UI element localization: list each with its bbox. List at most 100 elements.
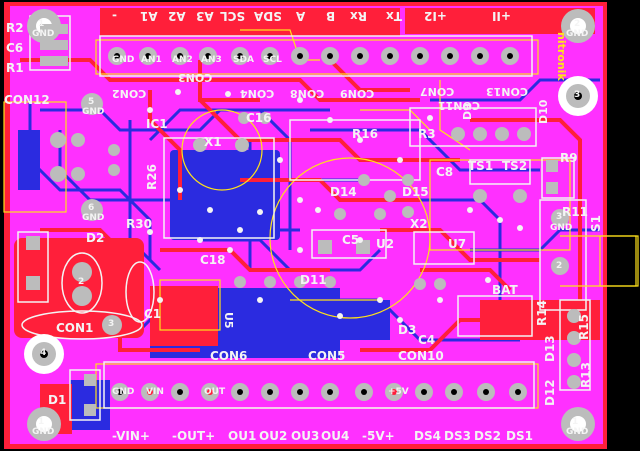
designator-s1: S1 <box>589 215 603 232</box>
top-header-label: A1 <box>140 9 158 23</box>
vias <box>147 89 523 323</box>
designator-u2: U2 <box>376 237 395 251</box>
bottom-header-label: -5V+ <box>362 429 395 443</box>
pad-scl-label: SCL <box>263 55 282 65</box>
designator-c1: C1 <box>144 307 162 321</box>
designator-d14: D14 <box>330 185 357 199</box>
pad-number: 4 <box>40 348 47 358</box>
mounting-holes <box>24 9 598 441</box>
designator-d3: D3 <box>398 323 417 337</box>
designator-r26: R26 <box>145 164 159 190</box>
pad-number: 3 <box>574 90 581 100</box>
bottom-header-label: DS4 <box>414 429 441 443</box>
bottom-header-label: DS2 <box>474 429 501 443</box>
designator-r13: R13 <box>579 362 593 388</box>
designator-d15: D15 <box>402 185 429 199</box>
top-header-label: B <box>326 9 336 23</box>
bottom-header-label: DS3 <box>444 429 471 443</box>
designator-con13: CON13 <box>486 85 528 98</box>
pad-number: 3 <box>108 319 115 329</box>
designator-r14: R14 <box>535 300 549 326</box>
pad-number: 6 <box>88 203 95 213</box>
designator-con8: CON8 <box>290 87 325 100</box>
pad-gnd-label: GND <box>32 29 55 39</box>
top-header-label: SDA <box>254 9 282 23</box>
bottom-header-label: -VIN+ <box>112 429 150 443</box>
pad-out-label: OUT <box>204 387 226 397</box>
designator-c4: C4 <box>418 333 436 347</box>
designator-bat: BAT <box>492 283 518 297</box>
top-header-label: A2 <box>168 9 186 23</box>
top-header-label: A <box>296 9 306 23</box>
designator-u5: U5 <box>222 312 235 329</box>
designator-d13: D13 <box>543 335 557 362</box>
bottom-header-label: OU2 <box>259 429 288 443</box>
designator-r15: R15 <box>577 314 591 340</box>
designator-con2: CON2 <box>112 87 147 100</box>
pad-an1-label: AN1 <box>141 55 162 65</box>
top-header-label: +I2 <box>424 9 447 23</box>
designator-c8: C8 <box>436 165 454 179</box>
pad-number: 1 <box>572 417 579 427</box>
designator-r1: R1 <box>6 61 24 75</box>
designator-con7: CON7 <box>420 85 455 98</box>
designator-d10: D10 <box>537 99 550 124</box>
designator-u7: U7 <box>448 237 467 251</box>
bottom-header-label: OU1 <box>228 429 257 443</box>
top-header-label: - <box>112 9 117 23</box>
designator-ic1: IC1 <box>146 117 168 131</box>
designator-r16: R16 <box>352 127 378 141</box>
designator-d12: D12 <box>543 379 557 406</box>
pad-number: 3 <box>556 212 563 222</box>
pad-gnd-label: GND <box>566 427 589 437</box>
component-pads <box>26 24 581 416</box>
s1-outline <box>560 235 637 287</box>
designator-ts1: TS1 <box>468 159 494 173</box>
pad-gnd-label: GND <box>112 55 135 65</box>
bottom-header-pads <box>111 383 527 401</box>
designator-con4: CON4 <box>240 87 275 100</box>
pad-5v-label: +5V <box>388 387 409 397</box>
designator-con12: CON12 <box>4 93 50 107</box>
pad-number: 5 <box>88 97 95 107</box>
designator-r9: R9 <box>560 151 578 165</box>
designator-r11: R11 <box>562 205 588 219</box>
designator-con9: CON9 <box>340 87 375 100</box>
designator-r30: R30 <box>126 217 152 231</box>
top-traces <box>20 58 582 352</box>
pad-gnd-label: GND <box>112 387 135 397</box>
designator-r2: R2 <box>6 21 24 35</box>
designator-d1: D1 <box>48 393 67 407</box>
designator-d2: D2 <box>86 231 105 245</box>
designator-c16: C16 <box>246 111 272 125</box>
pad-gnd-label: GND <box>32 427 55 437</box>
designator-c5: C5 <box>342 233 360 247</box>
designator-con10: CON10 <box>398 349 444 363</box>
top-header-label: Rx <box>350 9 367 23</box>
pad-number: 1 <box>38 19 45 29</box>
pad-vin-label: VIN <box>146 387 164 397</box>
designator-d11: D11 <box>300 273 327 287</box>
designator-r3: R3 <box>418 127 436 141</box>
designator-ts2: TS2 <box>502 159 528 173</box>
top-header-label: Tx <box>386 9 402 23</box>
pad-gnd-label: GND <box>550 223 573 233</box>
bottom-header-label: DS1 <box>506 429 533 443</box>
designator-x2: X2 <box>410 217 428 231</box>
top-header-label: +II <box>492 9 511 23</box>
pad-gnd-label: GND <box>566 29 589 39</box>
brand-label: nitronik <box>555 32 568 81</box>
pad-gnd-label: GND <box>82 213 105 223</box>
top-header-label: SCL <box>220 9 246 23</box>
pad-number: 2 <box>78 277 85 287</box>
bottom-header-label: -OUT+ <box>172 429 216 443</box>
designator-con5: CON5 <box>308 349 346 363</box>
top-header-pads <box>108 47 519 65</box>
designator-c6: C6 <box>6 41 24 55</box>
designator-con3: CON3 <box>178 71 213 84</box>
bottom-header-label: OU3 <box>291 429 320 443</box>
designator-x1: X1 <box>204 135 222 149</box>
pad-number: 2 <box>556 261 563 271</box>
